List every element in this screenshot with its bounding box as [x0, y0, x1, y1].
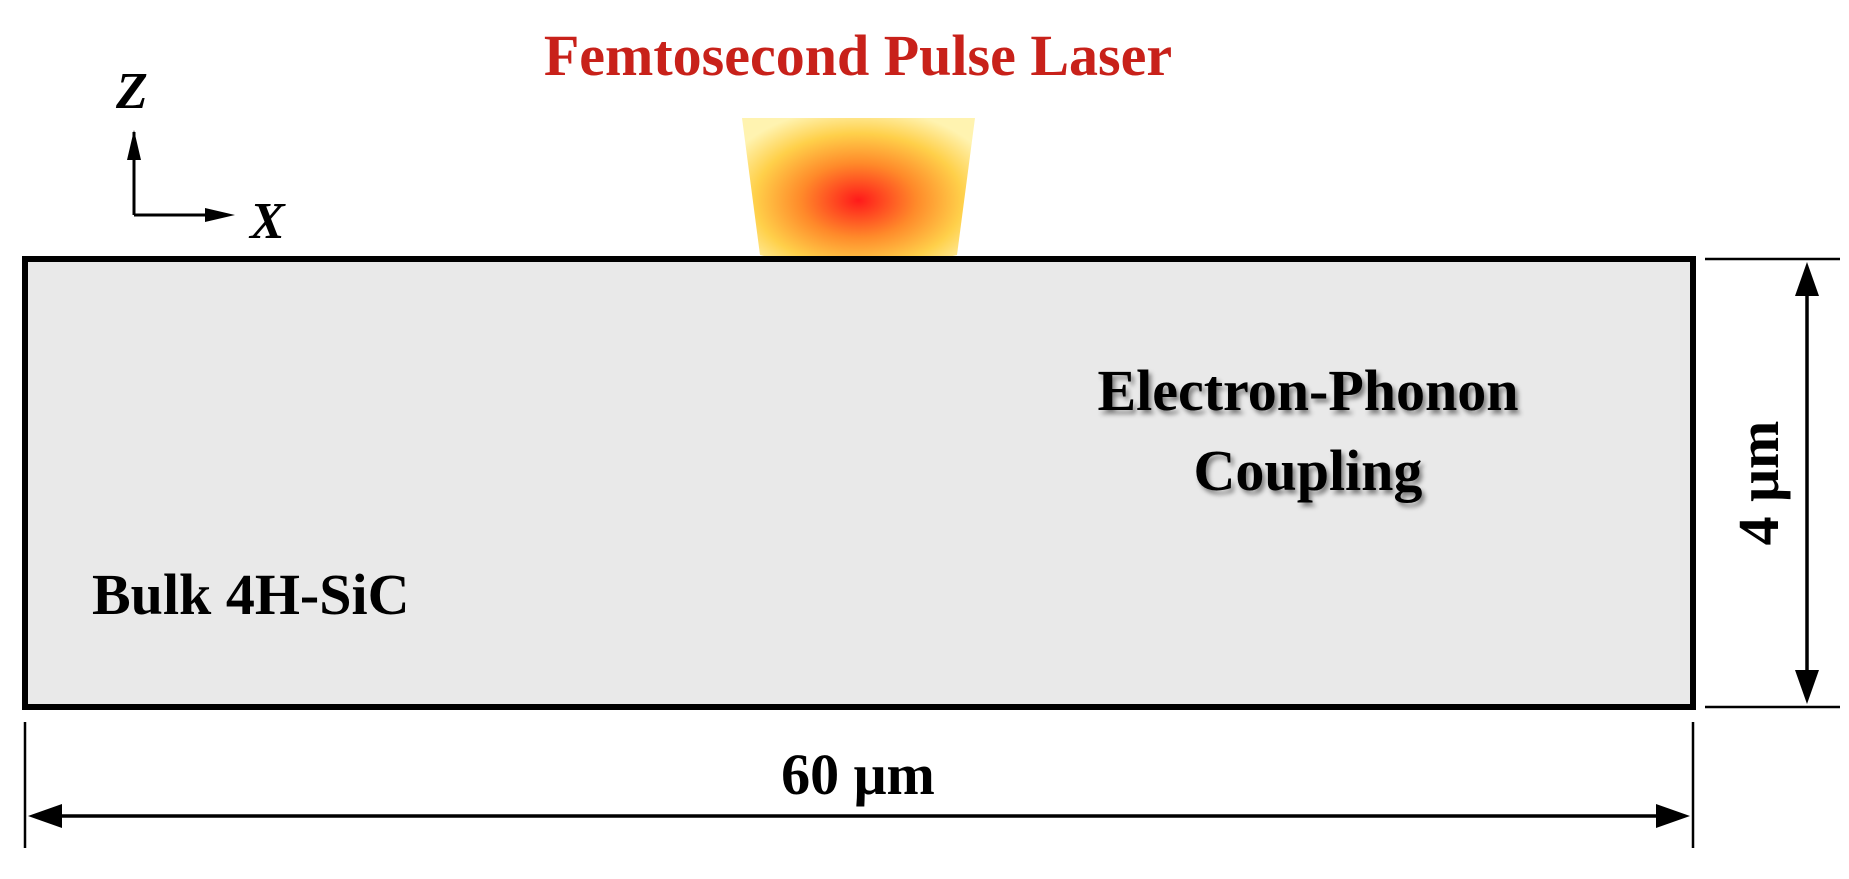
- laser-beam-spot: [742, 118, 975, 268]
- coupling-label-line2: Coupling: [1194, 438, 1423, 503]
- laser-label: Femtosecond Pulse Laser: [544, 23, 1172, 88]
- height-dimension: 4 μm: [1705, 257, 1840, 709]
- coupling-label: Electron-Phonon Coupling: [1097, 358, 1518, 503]
- sample-block: [22, 256, 1696, 710]
- x-axis-label: X: [248, 193, 286, 250]
- coordinate-axes: Z X: [115, 63, 286, 250]
- width-label: 60 μm: [781, 742, 935, 807]
- coupling-label-line1: Electron-Phonon: [1097, 358, 1518, 423]
- x-axis-arrowhead: [205, 208, 235, 222]
- width-dimension: 60 μm: [23, 722, 1695, 848]
- z-axis-arrowhead: [127, 130, 141, 160]
- z-axis-label: Z: [115, 63, 148, 120]
- height-label: 4 μm: [1726, 421, 1791, 546]
- material-label: Bulk 4H-SiC: [92, 562, 410, 627]
